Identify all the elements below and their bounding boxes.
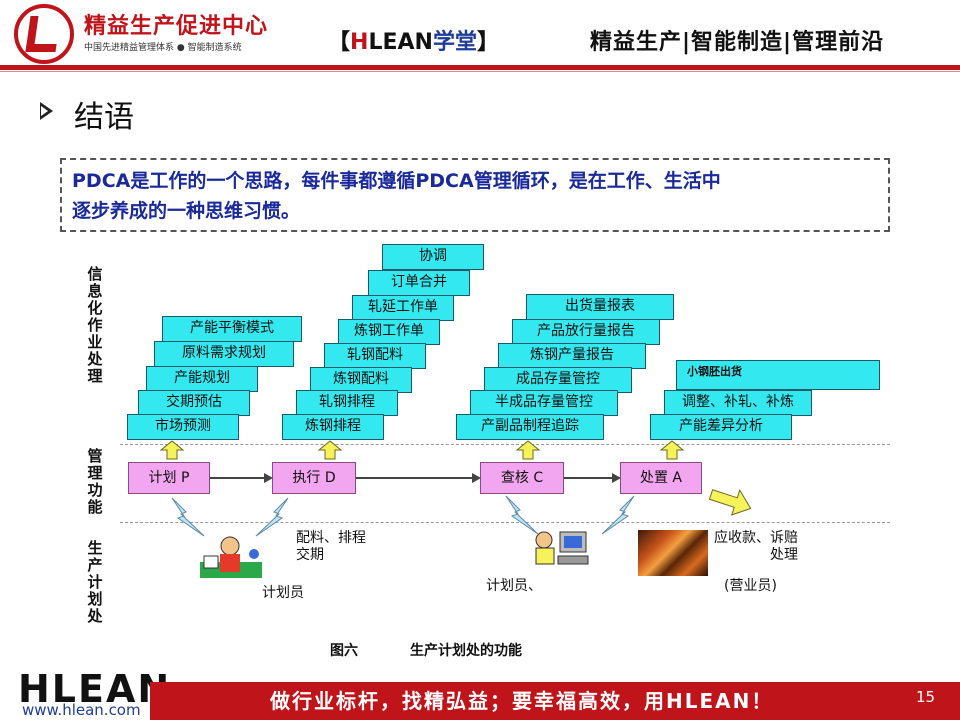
planner-person-icon — [200, 536, 262, 578]
brand-title: 【HLEAN学堂】 — [328, 30, 499, 55]
function-box-check: 查核 C — [480, 462, 564, 494]
header-tagline: 精益生产|智能制造|管理前沿 — [590, 30, 885, 55]
figure-number: 图六 — [330, 643, 358, 659]
footer-url[interactable]: www.hlean.com — [22, 701, 141, 719]
plan-item-2: 原料需求规划 — [154, 341, 294, 367]
do-item-7: 轧钢排程 — [296, 390, 398, 416]
act-item-2: 调整、补轧、补炼 — [664, 390, 812, 416]
check-item-2: 产品放行量报告 — [512, 319, 660, 345]
footer-slogan: 做行业标杆，找精弘益；要幸福高效，用HLEAN！ — [270, 689, 774, 713]
act-note: 应收款、诉赔 处理 — [714, 530, 798, 563]
slide-title: 结语 — [74, 100, 134, 135]
plan-item-4: 交期预估 — [138, 390, 250, 416]
org-name: 精益生产促进中心 — [84, 14, 269, 39]
lightning-icon — [255, 497, 289, 537]
function-box-do: 执行 D — [272, 462, 356, 494]
do-item-4: 炼钢工作单 — [338, 319, 440, 345]
up-arrow-icon — [160, 440, 184, 460]
row-label-prod: 生产计划处 — [87, 539, 103, 625]
do-item-2: 订单合并 — [368, 270, 470, 296]
act-item-1: 小钢胚出货 — [676, 360, 880, 390]
flow-arrow-icon — [564, 473, 621, 483]
do-item-3: 轧延工作单 — [352, 295, 454, 321]
function-box-plan: 计划 P — [128, 462, 210, 494]
check-person-label: 计划员、 — [486, 578, 542, 594]
check-item-5: 半成品存量管控 — [470, 390, 618, 416]
row-separator-1 — [120, 444, 890, 445]
do-item-6: 炼钢配料 — [310, 367, 412, 393]
quote-line-1: PDCA是工作的一个思路，每件事都遵循PDCA管理循环，是在工作、生活中 — [72, 170, 721, 192]
do-note: 配料、排程 交期 — [296, 530, 366, 563]
act-person-label: (营业员) — [724, 578, 777, 594]
bullet-arrow-icon — [40, 102, 53, 120]
row-separator-2 — [120, 522, 890, 523]
plan-item-3: 产能规划 — [146, 366, 258, 392]
do-item-8: 炼钢排程 — [282, 414, 384, 440]
check-item-1: 出货量报表 — [526, 294, 674, 320]
row-label-mgmt: 管理功能 — [87, 447, 103, 516]
do-item-5: 轧钢配料 — [324, 343, 426, 369]
check-item-3: 炼钢产量报告 — [498, 343, 646, 369]
figure-caption: 生产计划处的功能 — [410, 643, 522, 659]
do-item-1: 协调 — [382, 244, 484, 270]
header-divider — [0, 65, 960, 70]
footer-logo: HLEAN — [18, 667, 172, 711]
steel-product-image — [638, 530, 708, 576]
up-arrow-icon — [660, 440, 684, 460]
plan-person-label: 计划员 — [262, 585, 304, 601]
footer-banner — [150, 682, 960, 720]
lightning-icon — [171, 497, 205, 537]
header-divider-thin — [0, 71, 960, 72]
org-logo-icon — [14, 4, 74, 64]
check-item-6: 产副品制程追踪 — [456, 414, 604, 440]
check-item-4: 成品存量管控 — [484, 367, 632, 393]
lightning-icon — [601, 495, 635, 535]
computer-person-icon — [535, 531, 589, 565]
plan-item-1: 产能平衡模式 — [162, 316, 302, 342]
flow-arrow-icon — [356, 473, 481, 483]
plan-item-5: 市场预测 — [127, 414, 239, 440]
row-label-info: 信息化作业处理 — [87, 265, 103, 385]
next-cycle-arrow-icon — [708, 488, 752, 516]
up-arrow-icon — [318, 440, 342, 460]
page-number: 15 — [916, 688, 936, 706]
function-box-act: 处置 A — [620, 462, 702, 494]
summary-quote-box: PDCA是工作的一个思路，每件事都遵循PDCA管理循环，是在工作、生活中 逐步养… — [60, 158, 890, 232]
act-item-3: 产能差异分析 — [650, 414, 792, 440]
flow-arrow-icon — [210, 473, 273, 483]
org-subtitle: 中国先进精益管理体系 ● 智能制造系统 — [84, 43, 242, 53]
up-arrow-icon — [516, 440, 540, 460]
quote-line-2: 逐步养成的一种思维习惯。 — [72, 200, 301, 222]
